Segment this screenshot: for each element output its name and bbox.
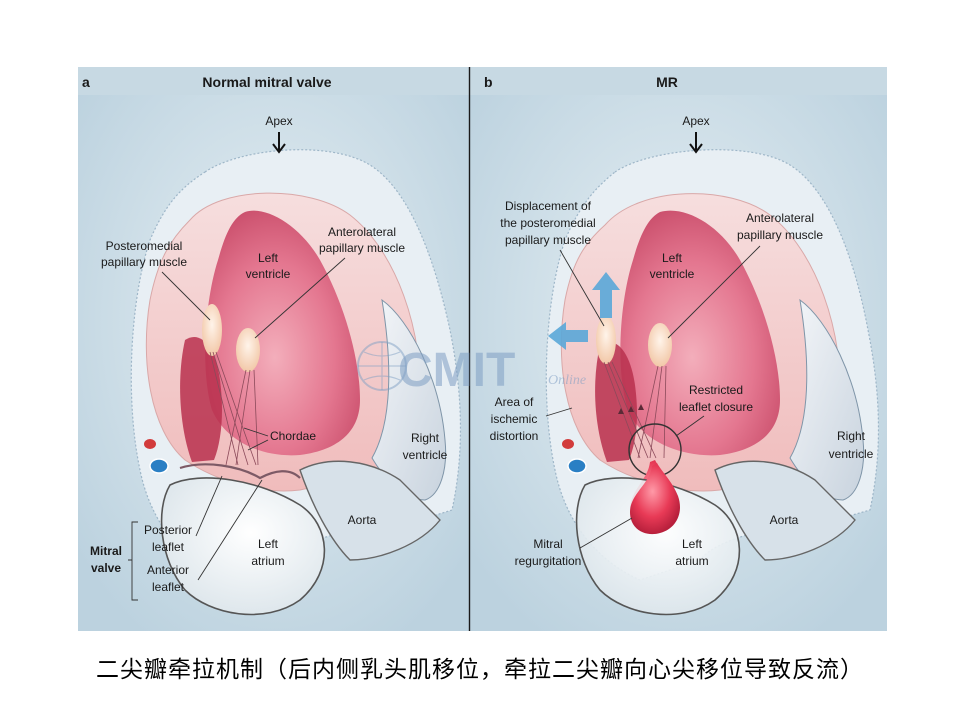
left-ventricle-cavity [620, 210, 780, 456]
leader-displacement [559, 249, 605, 327]
label-left-atrium-line2: atrium [251, 554, 284, 568]
mitral-leaflets [179, 463, 301, 480]
mitral-valve-bracket [128, 521, 138, 601]
coronary-vein [567, 458, 587, 474]
label-restricted-line1: Restricted [689, 383, 743, 397]
label-ischemic-line2: ischemic [491, 412, 538, 426]
apex-arrow [272, 132, 286, 154]
posteromedial-papillary-muscle [202, 304, 222, 356]
leader-chordae-1 [243, 427, 269, 437]
label-mitral-valve-line1: Mitral [90, 544, 122, 558]
left-ventricle-cavity [205, 210, 360, 456]
aorta [299, 460, 441, 561]
watermark-text: CMIT [398, 344, 515, 397]
anterolateral-papillary-muscle [236, 328, 260, 372]
label-anterolateral-line2: papillary muscle [737, 228, 823, 242]
chordae-tendineae [603, 361, 667, 459]
panel-b-title: MR [656, 74, 678, 90]
leader-posteromedial [161, 271, 211, 321]
label-posterior-leaflet-line2: leaflet [152, 540, 185, 554]
tethering-arrowheads [618, 404, 644, 414]
label-apex: Apex [682, 114, 709, 128]
panel-a-letter: a [82, 74, 90, 90]
panel-b-heart [545, 132, 880, 616]
label-left-ventricle-line2: ventricle [246, 267, 291, 281]
posteromedial-papillary-muscle [596, 316, 616, 364]
panel-a-title: Normal mitral valve [202, 74, 331, 90]
label-right-ventricle-line2: ventricle [403, 448, 448, 462]
label-posteromedial-line2: papillary muscle [101, 255, 187, 269]
label-mitral-regurgitation-line1: Mitral [533, 537, 562, 551]
leader-anterolateral [254, 257, 346, 339]
label-right-ventricle-line1: Right [837, 429, 866, 443]
label-ischemic-line1: Area of [495, 395, 534, 409]
label-left-ventricle-line2: ventricle [650, 267, 695, 281]
label-left-ventricle-line1: Left [662, 251, 683, 265]
septal-wall [595, 341, 637, 462]
panel-a-header [78, 67, 469, 95]
right-ventricle [371, 298, 447, 501]
label-chordae: Chordae [270, 429, 316, 443]
watermark-subtext: Online [548, 373, 586, 388]
label-right-ventricle-line1: Right [411, 431, 440, 445]
label-displacement-line2: the posteromedial [500, 216, 595, 230]
panel-a-heart [130, 132, 462, 616]
leader-ischemic [545, 407, 573, 417]
right-ventricle [789, 298, 865, 501]
label-left-atrium-line1: Left [682, 537, 703, 551]
leader-restricted [675, 415, 705, 437]
label-ischemic-line3: distortion [490, 429, 539, 443]
panel-b-header [470, 67, 887, 95]
label-left-ventricle-line1: Left [258, 251, 279, 265]
coronary-vein [149, 458, 169, 474]
label-anterolateral-line1: Anterolateral [328, 225, 396, 239]
regurgitation-jet-front [630, 463, 680, 535]
label-mitral-regurgitation-line2: regurgitation [515, 554, 582, 568]
chordae-tendineae [209, 351, 259, 466]
aorta [714, 460, 856, 561]
label-posteromedial-line1: Posteromedial [106, 239, 183, 253]
coronary-artery [144, 439, 156, 449]
leader-posterior-leaflet [195, 475, 223, 537]
label-left-atrium-line1: Left [258, 537, 279, 551]
coronary-artery [562, 439, 574, 449]
label-aorta: Aorta [770, 513, 799, 527]
label-aorta: Aorta [348, 513, 377, 527]
label-restricted-line2: leaflet closure [679, 400, 753, 414]
label-displacement-line1: Displacement of [505, 199, 592, 213]
septal-wall [180, 336, 222, 462]
label-mitral-valve-line2: valve [91, 561, 121, 575]
panel-b-letter: b [484, 74, 493, 90]
label-right-ventricle-line2: ventricle [829, 447, 874, 461]
label-displacement-line3: papillary muscle [505, 233, 591, 247]
label-apex: Apex [265, 114, 292, 128]
displacement-arrow-left [548, 322, 588, 350]
leader-mitral-regurgitation [579, 517, 633, 549]
left-atrium [160, 477, 326, 616]
leader-chordae-2 [247, 439, 269, 451]
label-anterolateral-line2: papillary muscle [319, 241, 405, 255]
apex-arrow [689, 132, 703, 154]
label-posterior-leaflet-line1: Posterior [144, 523, 192, 537]
displacement-arrow-up [592, 272, 620, 318]
leader-anterior-leaflet [197, 479, 263, 581]
label-anterior-leaflet-line1: Anterior [147, 563, 189, 577]
watermark: CMIT Online [357, 341, 586, 397]
label-left-atrium-line2: atrium [675, 554, 708, 568]
leader-anterolateral [667, 245, 761, 339]
figure-caption: 二尖瓣牵拉机制（后内侧乳头肌移位，牵拉二尖瓣向心尖移位导致反流） [96, 657, 864, 683]
anterolateral-papillary-muscle [648, 323, 672, 367]
label-anterior-leaflet-line2: leaflet [152, 580, 185, 594]
label-anterolateral-line1: Anterolateral [746, 211, 814, 225]
